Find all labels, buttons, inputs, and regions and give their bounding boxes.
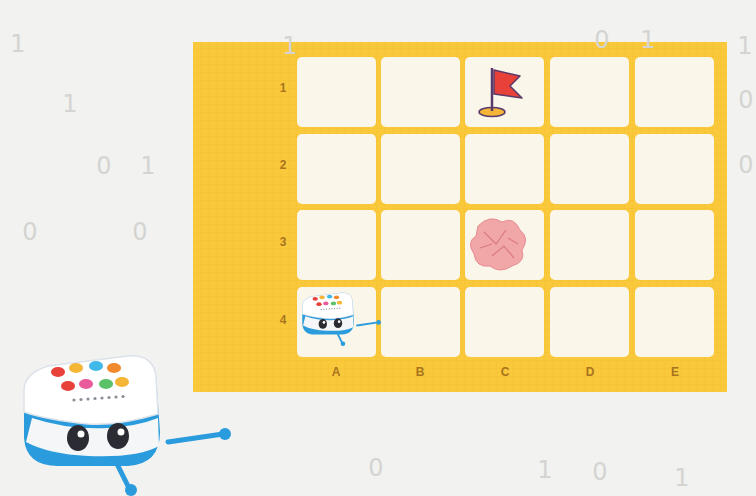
watermark-digit: 1 bbox=[140, 154, 155, 178]
flag-icon bbox=[479, 68, 522, 117]
watermark-digit: 1 bbox=[640, 28, 655, 52]
axis-label: B bbox=[416, 366, 425, 378]
grid-cell bbox=[550, 57, 629, 127]
grid-cell bbox=[465, 57, 544, 127]
axis-label: E bbox=[671, 366, 679, 378]
grid-cell bbox=[635, 210, 714, 280]
axis-label: 2 bbox=[280, 159, 287, 171]
watermark-digit: 0 bbox=[738, 153, 753, 177]
watermark-digit: 0 bbox=[594, 28, 609, 52]
watermark-digit: 1 bbox=[737, 34, 752, 58]
grid-cell bbox=[381, 134, 460, 204]
watermark-digit: 1 bbox=[282, 34, 297, 58]
grid-cell bbox=[635, 57, 714, 127]
grid-cell bbox=[297, 287, 376, 357]
axis-label: D bbox=[586, 366, 595, 378]
watermark-digit: 0 bbox=[22, 220, 37, 244]
grid-cell bbox=[465, 210, 544, 280]
board bbox=[193, 42, 727, 392]
grid-cell bbox=[550, 287, 629, 357]
watermark-digit: 0 bbox=[368, 456, 383, 480]
robot-small bbox=[302, 293, 381, 346]
grid-cell bbox=[297, 210, 376, 280]
grid-cell bbox=[550, 134, 629, 204]
cells bbox=[297, 57, 714, 357]
grid-cell bbox=[635, 134, 714, 204]
crumpled-paper-icon bbox=[470, 219, 525, 270]
axis-label: C bbox=[501, 366, 510, 378]
watermark-digit: 1 bbox=[674, 466, 689, 490]
grid-cell bbox=[465, 287, 544, 357]
watermark-digit: 0 bbox=[132, 220, 147, 244]
grid-cell bbox=[465, 134, 544, 204]
grid-cell bbox=[297, 134, 376, 204]
grid-cell bbox=[381, 57, 460, 127]
axis-label: A bbox=[332, 366, 341, 378]
watermark-digit: 1 bbox=[10, 32, 25, 56]
watermark-digit: 0 bbox=[738, 88, 753, 112]
grid-cell bbox=[635, 287, 714, 357]
grid-cell bbox=[550, 210, 629, 280]
grid-cell bbox=[381, 210, 460, 280]
grid-cell bbox=[381, 287, 460, 357]
grid-cell bbox=[297, 57, 376, 127]
watermark-digit: 0 bbox=[96, 154, 111, 178]
board-grid bbox=[193, 42, 727, 392]
axis-label: 4 bbox=[280, 314, 287, 326]
axis-label: 1 bbox=[280, 82, 287, 94]
watermark-digit: 1 bbox=[537, 458, 552, 482]
axis-label: 3 bbox=[280, 236, 287, 248]
robot-large bbox=[24, 356, 231, 496]
watermark-digit: 0 bbox=[592, 460, 607, 484]
watermark-digit: 1 bbox=[62, 92, 77, 116]
